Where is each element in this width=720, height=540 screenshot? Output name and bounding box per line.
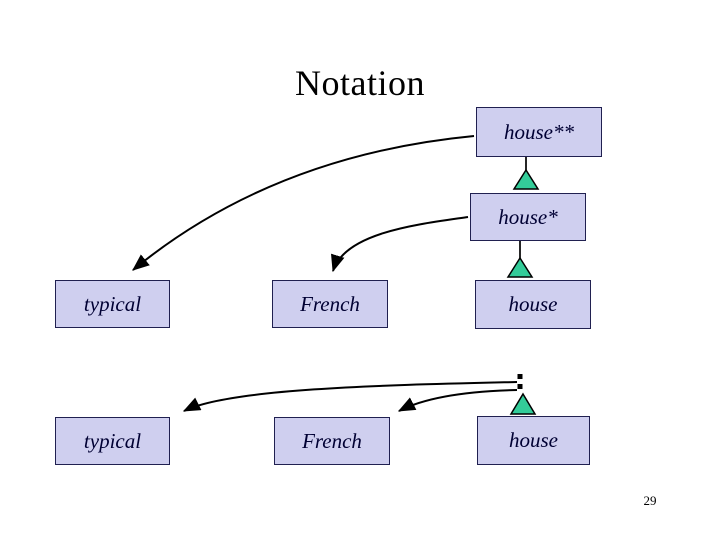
node-typical-bottom: typical (55, 417, 170, 465)
node-label: house* (498, 204, 558, 229)
node-label: house** (504, 119, 574, 144)
node-label: French (302, 428, 362, 453)
slide-page-number: 29 (643, 493, 657, 508)
arrow-dots-to-french (397, 389, 518, 412)
node-typical-middle: typical (55, 280, 170, 328)
node-house-bottom: house (477, 416, 590, 465)
arrow-house2-to-typical (132, 135, 475, 271)
node-label: typical (83, 291, 142, 316)
node-house-middle: house (475, 280, 591, 329)
node-french-bottom: French (274, 417, 390, 465)
node-french-middle: French (272, 280, 388, 328)
arrow-dots-to-typical (182, 381, 518, 412)
specialization-triangle-3 (509, 392, 537, 415)
page-title: Notation (295, 63, 425, 103)
arrow-house1-to-french (331, 216, 469, 273)
node-label: house (509, 428, 558, 452)
node-label: typical (83, 428, 142, 453)
node-label: French (300, 291, 360, 316)
node-house-double-star: house** (476, 107, 602, 157)
specialization-triangle-2 (506, 256, 534, 278)
node-house-star: house* (470, 193, 586, 241)
node-label: house (508, 292, 558, 316)
specialization-triangle-1 (512, 168, 540, 190)
